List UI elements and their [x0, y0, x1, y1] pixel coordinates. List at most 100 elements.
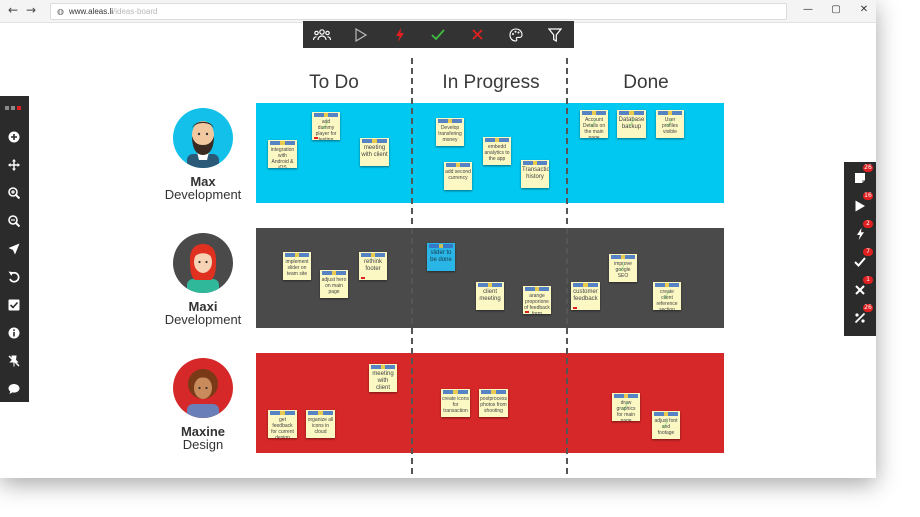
pin-off-button[interactable]: [4, 352, 24, 370]
sticky-note[interactable]: client meeting: [476, 282, 504, 310]
close-count-badge: 1: [863, 276, 873, 284]
bolt-icon: [856, 228, 864, 240]
column-header-todo: To Do: [309, 72, 359, 93]
person-name-maxi: Maxi: [188, 299, 218, 314]
info-button[interactable]: [4, 324, 24, 342]
check-icon: [854, 257, 866, 267]
close-window-button[interactable]: ✕: [859, 4, 869, 15]
checkbox-icon: [8, 299, 20, 311]
column-header-done: Done: [623, 72, 669, 93]
palette-button[interactable]: [503, 25, 529, 45]
column-header-in-progress: In Progress: [442, 72, 540, 93]
done-filter-button[interactable]: 7: [847, 248, 873, 274]
sticky-note[interactable]: organize all icons in cloud: [306, 410, 335, 438]
percent-icon: [854, 312, 866, 324]
avatar-maxi[interactable]: [173, 233, 233, 293]
column-divider: [411, 58, 413, 474]
sticky-note[interactable]: get feedback for current design: [268, 410, 297, 438]
sticky-note[interactable]: add second currency: [444, 162, 472, 190]
sticky-note[interactable]: User profiles visible✓: [656, 110, 684, 138]
sticky-note[interactable]: add dummy player for testing✓: [312, 112, 340, 140]
check-icon: ✓: [658, 416, 674, 434]
sticky-note[interactable]: adjust font and footage✓: [652, 411, 680, 439]
close-button[interactable]: [464, 25, 490, 45]
person-name-max: Max: [190, 174, 216, 189]
sticky-note[interactable]: create client reference section✓: [653, 282, 681, 310]
in-progress-filter-button[interactable]: 16: [847, 192, 873, 218]
sticky-note[interactable]: create icons for transaction: [441, 389, 470, 417]
move-button[interactable]: [4, 156, 24, 174]
sticky-note[interactable]: implement slider on team site: [283, 252, 311, 280]
sticky-note[interactable]: Transaction history: [521, 160, 549, 188]
sticky-note[interactable]: Develop transfering money: [436, 118, 464, 146]
avatar-max[interactable]: [173, 108, 233, 168]
check-icon: ✓: [624, 114, 639, 133]
close-icon: [855, 285, 865, 295]
sticky-note[interactable]: postprocess photos from shooting: [479, 389, 508, 417]
urgent-filter-button[interactable]: 2: [847, 220, 873, 246]
sticky-note[interactable]: draw graphics for main page✓: [612, 393, 640, 421]
check-button[interactable]: [425, 25, 451, 45]
address-bar[interactable]: ◍ www.aleas.li/ideas-board: [50, 3, 787, 20]
check-count-badge: 7: [863, 248, 873, 256]
sticky-note[interactable]: rethink footer: [359, 252, 387, 280]
forward-button[interactable]: →: [25, 3, 37, 17]
undo-button[interactable]: [4, 268, 24, 286]
sticky-note[interactable]: customer feedback: [571, 282, 600, 310]
app-window: ← → ◍ www.aleas.li/ideas-board — ▢ ✕: [0, 0, 876, 474]
sticky-note[interactable]: Database backup✓: [617, 110, 646, 138]
info-icon: [8, 327, 20, 339]
filter-button[interactable]: [542, 25, 568, 45]
left-toolbar: [0, 96, 29, 402]
pin-off-icon: [8, 355, 20, 367]
zoom-out-button[interactable]: [4, 212, 24, 230]
check-icon: ✓: [659, 287, 675, 305]
team-button[interactable]: [309, 25, 335, 45]
play-icon: [355, 27, 368, 42]
add-icon: [8, 131, 20, 143]
check-icon: ✓: [662, 115, 678, 133]
notes-filter-button[interactable]: 26: [847, 164, 873, 190]
browser-bar: ← → ◍ www.aleas.li/ideas-board — ▢ ✕: [0, 0, 876, 23]
sticky-note[interactable]: integration with Android & iOS: [268, 140, 297, 168]
undo-icon: [8, 271, 20, 283]
sticky-note[interactable]: embedd analytics to the app: [483, 137, 511, 165]
play-icon: [855, 200, 865, 212]
percent-filter-button[interactable]: 26: [847, 304, 873, 330]
zoom-in-icon: [8, 187, 20, 199]
column-divider: [566, 58, 568, 474]
bolt-button[interactable]: [387, 25, 413, 45]
play-button[interactable]: [348, 25, 374, 45]
bolt-icon: [395, 27, 404, 42]
checkbox-button[interactable]: [4, 296, 24, 314]
pointer-button[interactable]: [4, 240, 24, 258]
comment-icon: [8, 384, 20, 394]
globe-icon: ◍: [57, 7, 64, 16]
check-icon: ✓: [618, 398, 634, 416]
rejected-filter-button[interactable]: 1: [847, 276, 873, 302]
palette-icon: [509, 27, 523, 42]
minimize-button[interactable]: —: [803, 4, 813, 15]
person-role-maxi: Development: [164, 312, 242, 327]
sticky-note[interactable]: improve google SEO✓: [609, 254, 637, 282]
url-host: www.aleas.li: [69, 7, 114, 16]
notes-count-badge: 26: [863, 164, 873, 172]
maximize-button[interactable]: ▢: [831, 4, 841, 15]
back-button[interactable]: ←: [7, 3, 19, 17]
bolt-count-badge: 2: [863, 220, 873, 228]
sticky-note[interactable]: meeting with client: [369, 364, 397, 392]
comment-button[interactable]: [4, 380, 24, 398]
sticky-note[interactable]: arange proporione of feedback form: [523, 286, 551, 314]
sticky-note[interactable]: slider to be done: [427, 243, 455, 271]
person-role-max: Development: [164, 187, 242, 202]
move-icon: [8, 159, 20, 171]
pointer-icon: [8, 243, 20, 255]
person-name-maxine: Maxine: [180, 424, 226, 439]
add-button[interactable]: [4, 128, 24, 146]
avatar-maxine[interactable]: [173, 358, 233, 418]
sticky-note[interactable]: Account Details on the main page✓: [580, 110, 608, 138]
sticky-note[interactable]: meeting with client: [360, 138, 389, 166]
zoom-in-button[interactable]: [4, 184, 24, 202]
sticky-note[interactable]: adjust hero on main page: [320, 270, 348, 298]
toolbar-grip[interactable]: [5, 106, 25, 110]
